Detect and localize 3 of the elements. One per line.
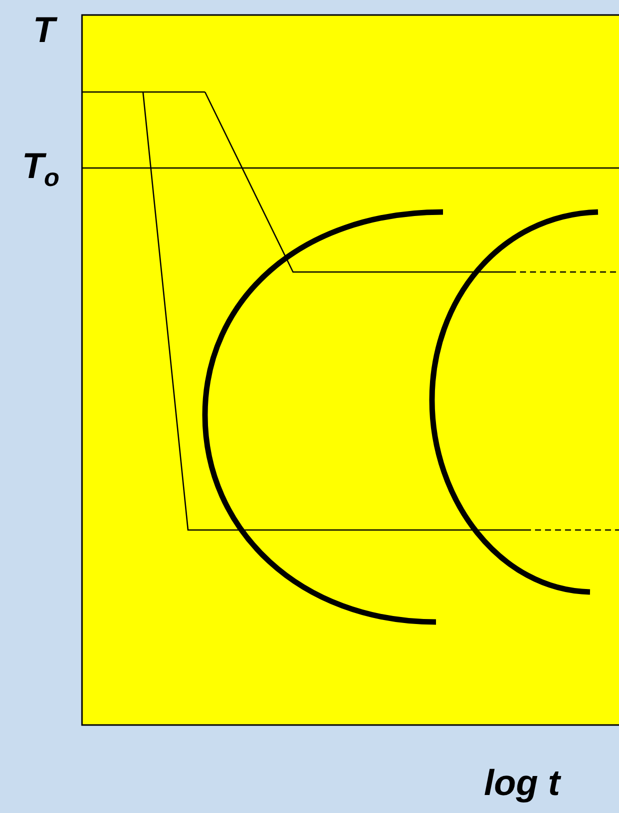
axis-label: log t [484,765,560,801]
temperature-label: T$_{o}$ [22,148,60,192]
axis-label: T [33,12,55,48]
